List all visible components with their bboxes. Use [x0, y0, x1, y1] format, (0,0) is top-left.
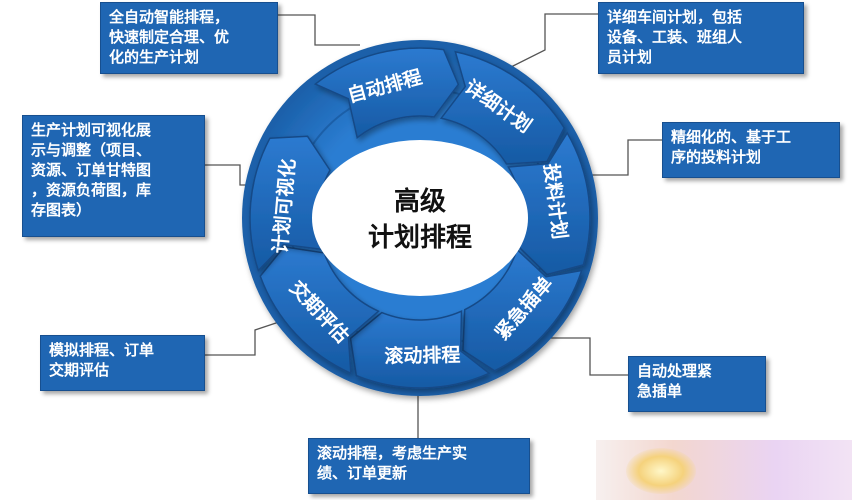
caption-visual-text: 生产计划可视化展 示与调整（项目、 资源、订单甘特图 ，资源负荷图，库 存图表）	[31, 121, 152, 219]
caption-delivery-eval: 模拟排程、订单 交期评估	[40, 335, 205, 391]
caption-detail-plan: 详细车间计划，包括 设备、工装、班组人 员计划	[598, 2, 804, 74]
segment-4	[462, 248, 583, 372]
connector-detail	[504, 13, 598, 71]
connector-lines	[205, 13, 662, 438]
caption-delivery-text: 模拟排程、订单 交期评估	[49, 341, 155, 379]
segment-6	[259, 246, 380, 375]
center-circle	[312, 140, 528, 296]
caption-feed-plan: 精细化的、基于工 序的投料计划	[662, 122, 840, 178]
caption-detail-text: 详细车间计划，包括 设备、工装、班组人 员计划	[607, 8, 743, 66]
segments-group	[249, 47, 591, 389]
caption-feed-text: 精细化的、基于工 序的投料计划	[671, 128, 792, 166]
segment-2	[439, 50, 566, 165]
segment-1	[313, 47, 460, 139]
caption-auto-text: 全自动智能排程， 快速制定合理、优 化的生产计划	[109, 8, 230, 66]
connector-auto	[278, 14, 360, 46]
caption-urgent-order: 自动处理紧 急插单	[628, 356, 766, 412]
connector-urgent	[548, 337, 628, 376]
caption-rolling-schedule: 滚动排程，考虑生产实 绩、订单更新	[308, 438, 530, 494]
connector-feed	[585, 139, 662, 176]
segment-5	[349, 310, 491, 389]
center-title-line2: 计划排程	[368, 223, 472, 253]
segment-label-5: 滚动排程	[384, 343, 460, 367]
caption-urgent-text: 自动处理紧 急插单	[637, 362, 713, 400]
watermark-glow	[626, 448, 696, 494]
connector-delivery	[205, 319, 286, 356]
caption-visualization: 生产计划可视化展 示与调整（项目、 资源、订单甘特图 ，资源负荷图，库 存图表）	[22, 115, 205, 237]
caption-auto-schedule: 全自动智能排程， 快速制定合理、优 化的生产计划	[100, 2, 278, 74]
watermark	[596, 440, 852, 500]
caption-rolling-text: 滚动排程，考虑生产实 绩、订单更新	[317, 444, 468, 482]
center-title-line1: 高级	[394, 186, 446, 217]
